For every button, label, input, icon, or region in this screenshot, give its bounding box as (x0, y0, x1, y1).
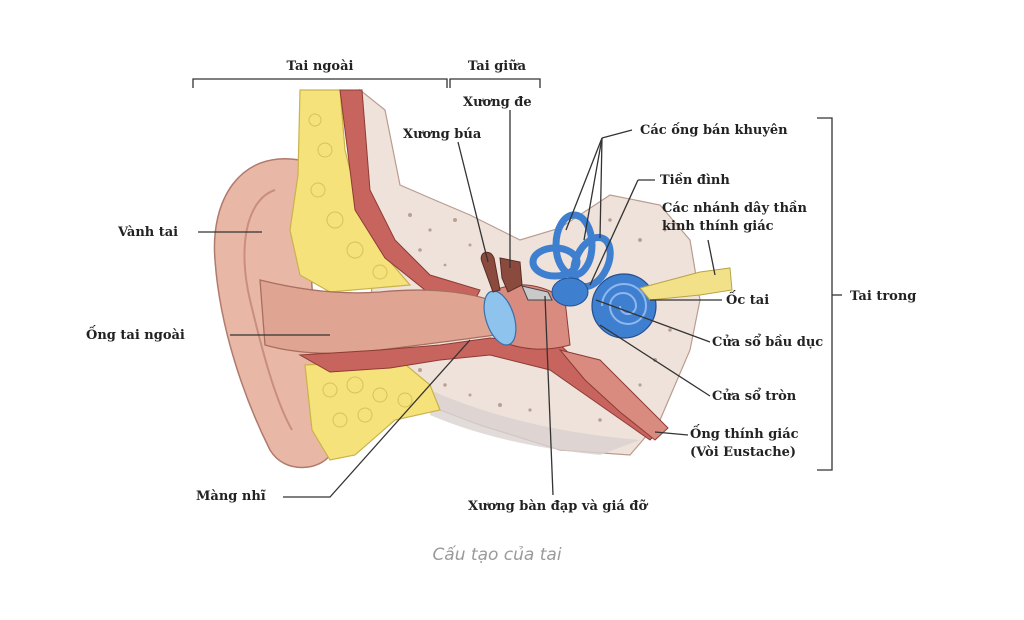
pinna-inner-fold (243, 189, 293, 431)
label-round-window: Cửa sổ tròn (712, 388, 797, 404)
section-brackets (192, 78, 842, 471)
vestibule-shape (551, 277, 589, 307)
label-middle-ear: Tai giữa (468, 59, 527, 74)
label-eustachian-line2: (Vòi Eustache) (690, 445, 796, 460)
eustachian-tube-shape (558, 349, 669, 441)
figure-caption: Cấu tạo của tai (432, 544, 561, 565)
label-semicircular-canals: Các ống bán khuyên (640, 122, 788, 138)
label-ear-canal: Ống tai ngoài (86, 325, 185, 343)
label-eustachian-line1: Ống thính giác (690, 424, 799, 442)
label-outer-ear: Tai ngoài (287, 59, 354, 74)
bone-texture (393, 213, 692, 422)
label-oval-window: Cửa sổ bầu dục (712, 334, 823, 350)
bone-shadow (430, 390, 640, 455)
canal-wall-lower (298, 337, 661, 441)
label-nerve-branches-line2: kinh thính giác (662, 219, 774, 234)
eardrum-shape (483, 290, 517, 346)
labels: Tai ngoài Tai giữa Tai trong Xương đe Xư… (86, 59, 916, 514)
ear-illustration (213, 88, 733, 469)
fat-texture (308, 113, 413, 428)
label-vestibule: Tiền đình (660, 172, 730, 188)
fat-layer-upper (289, 89, 412, 293)
leader-lines (198, 110, 722, 498)
canal-wall-upper (339, 89, 481, 301)
malleus-shape (480, 251, 501, 293)
fat-layer-lower (304, 359, 441, 461)
label-stapes: Xương bàn đạp và giá đỡ (468, 499, 648, 514)
label-incus: Xương đe (463, 95, 532, 110)
incus-shape (499, 257, 523, 293)
label-inner-ear: Tai trong (850, 289, 916, 304)
label-cochlea: Ốc tai (726, 290, 769, 308)
label-malleus: Xương búa (403, 127, 482, 142)
label-pinna: Vành tai (117, 225, 178, 240)
label-nerve-branches-line1: Các nhánh dây thần (662, 200, 807, 216)
cochlea-shape (591, 273, 657, 339)
label-eardrum: Màng nhĩ (196, 489, 266, 504)
